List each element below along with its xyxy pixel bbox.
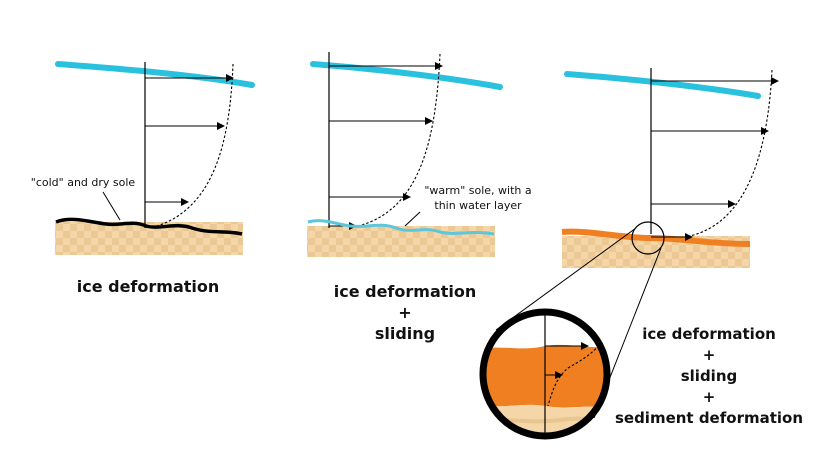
deforming-sediment-layer	[561, 228, 751, 247]
caption-panel-3-line-3: sliding	[680, 367, 738, 385]
zoom-leader-left	[495, 227, 637, 331]
caption-panel-2-line-1: ice deformation	[333, 282, 477, 301]
caption-panel-3-line-5: sediment deformation	[614, 409, 804, 427]
caption-panel-3-line-2: +	[702, 346, 716, 364]
note-warm-sole-line2: thin water layer	[434, 199, 522, 212]
note-cold-sole-text: "cold" and dry sole	[30, 176, 136, 189]
caption-panel-1-line-1: ice deformation	[76, 277, 220, 296]
ice-surface-2	[310, 61, 503, 90]
bed-line-cold	[55, 217, 243, 236]
sediment-bed-2	[307, 226, 495, 257]
caption-panel-2: ice deformation + sliding	[300, 281, 510, 344]
velocity-profile-2	[357, 53, 441, 227]
magnifier-lens	[479, 308, 611, 440]
lens-velocity-profile	[547, 337, 605, 407]
note-warm-sole-line1: "warm" sole, with a	[424, 184, 532, 197]
caption-panel-1: ice deformation	[48, 276, 248, 297]
caption-panel-3-line-4: +	[702, 388, 716, 406]
caption-panel-3-line-1: ice deformation	[642, 325, 776, 343]
panel-cold-sole	[55, 61, 255, 255]
velocity-profile-3	[689, 69, 773, 237]
ice-surface-3	[564, 71, 761, 99]
caption-panel-3: ice deformation + sliding + sediment def…	[598, 324, 820, 429]
caption-panel-2-line-2: +	[398, 303, 412, 322]
note-warm-sole: "warm" sole, with a thin water layer	[408, 183, 548, 213]
panel-warm-sole	[307, 52, 503, 257]
leader-cold-sole	[102, 191, 121, 221]
note-cold-sole: "cold" and dry sole	[18, 175, 148, 190]
velocity-profile-1	[149, 63, 234, 229]
ice-surface-1	[55, 61, 255, 88]
caption-panel-2-line-3: sliding	[374, 324, 436, 343]
zoom-marker	[631, 221, 665, 255]
panel-deforming-bed	[495, 68, 779, 419]
leader-warm-sole	[404, 211, 421, 227]
water-layer	[307, 219, 495, 236]
